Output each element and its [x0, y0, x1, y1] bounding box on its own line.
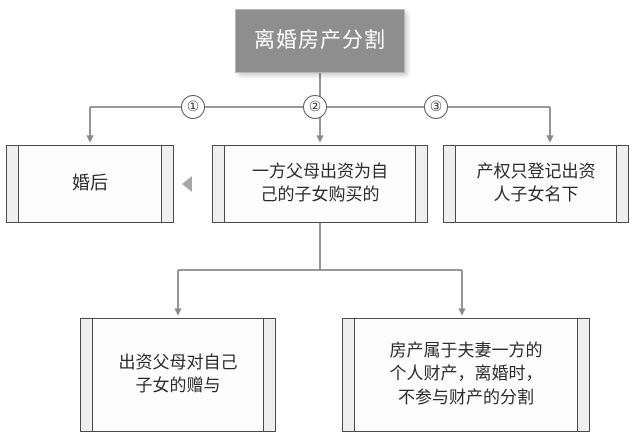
node-married: 婚后 — [6, 145, 174, 223]
node-title-registration: 产权只登记出资 人子女名下 — [443, 145, 629, 223]
node-body: 产权只登记出资 人子女名下 — [456, 146, 616, 222]
node-gift-to-own-child: 出资父母对自己 子女的赠与 — [80, 318, 276, 432]
node-gift-to-own-child-label: 出资父母对自己 子女的赠与 — [118, 352, 238, 396]
title-node-label: 离婚房产分割 — [254, 28, 386, 53]
node-strip-right — [161, 146, 173, 222]
node-strip-left — [213, 146, 225, 222]
node-body: 婚后 — [19, 146, 161, 222]
node-title-registration-label: 产权只登记出资 人子女名下 — [476, 161, 596, 205]
node-strip-left — [444, 146, 456, 222]
node-personal-property-label: 房产属于夫妻一方的 个人财产，离婚时， 不参与财产的分割 — [389, 340, 543, 408]
node-body: 房产属于夫妻一方的 个人财产，离婚时， 不参与财产的分割 — [355, 319, 577, 431]
node-parent-funded-purchase-label: 一方父母出资为自 己的子女购买的 — [252, 161, 388, 205]
node-strip-right — [263, 319, 275, 431]
node-personal-property: 房产属于夫妻一方的 个人财产，离婚时， 不参与财产的分割 — [342, 318, 590, 432]
node-body: 出资父母对自己 子女的赠与 — [93, 319, 263, 431]
triangle-left-icon — [182, 176, 192, 192]
node-strip-right — [616, 146, 628, 222]
node-body: 一方父母出资为自 己的子女购买的 — [225, 146, 415, 222]
node-strip-right — [577, 319, 589, 431]
title-node: 离婚房产分割 — [235, 9, 405, 73]
node-strip-right — [415, 146, 427, 222]
node-strip-left — [343, 319, 355, 431]
branch-number-3: ③ — [424, 95, 448, 119]
branch-number-2: ② — [303, 95, 327, 119]
node-strip-left — [81, 319, 93, 431]
node-parent-funded-purchase: 一方父母出资为自 己的子女购买的 — [212, 145, 428, 223]
branch-number-1: ① — [181, 95, 205, 119]
node-married-label: 婚后 — [72, 172, 108, 194]
node-strip-left — [7, 146, 19, 222]
